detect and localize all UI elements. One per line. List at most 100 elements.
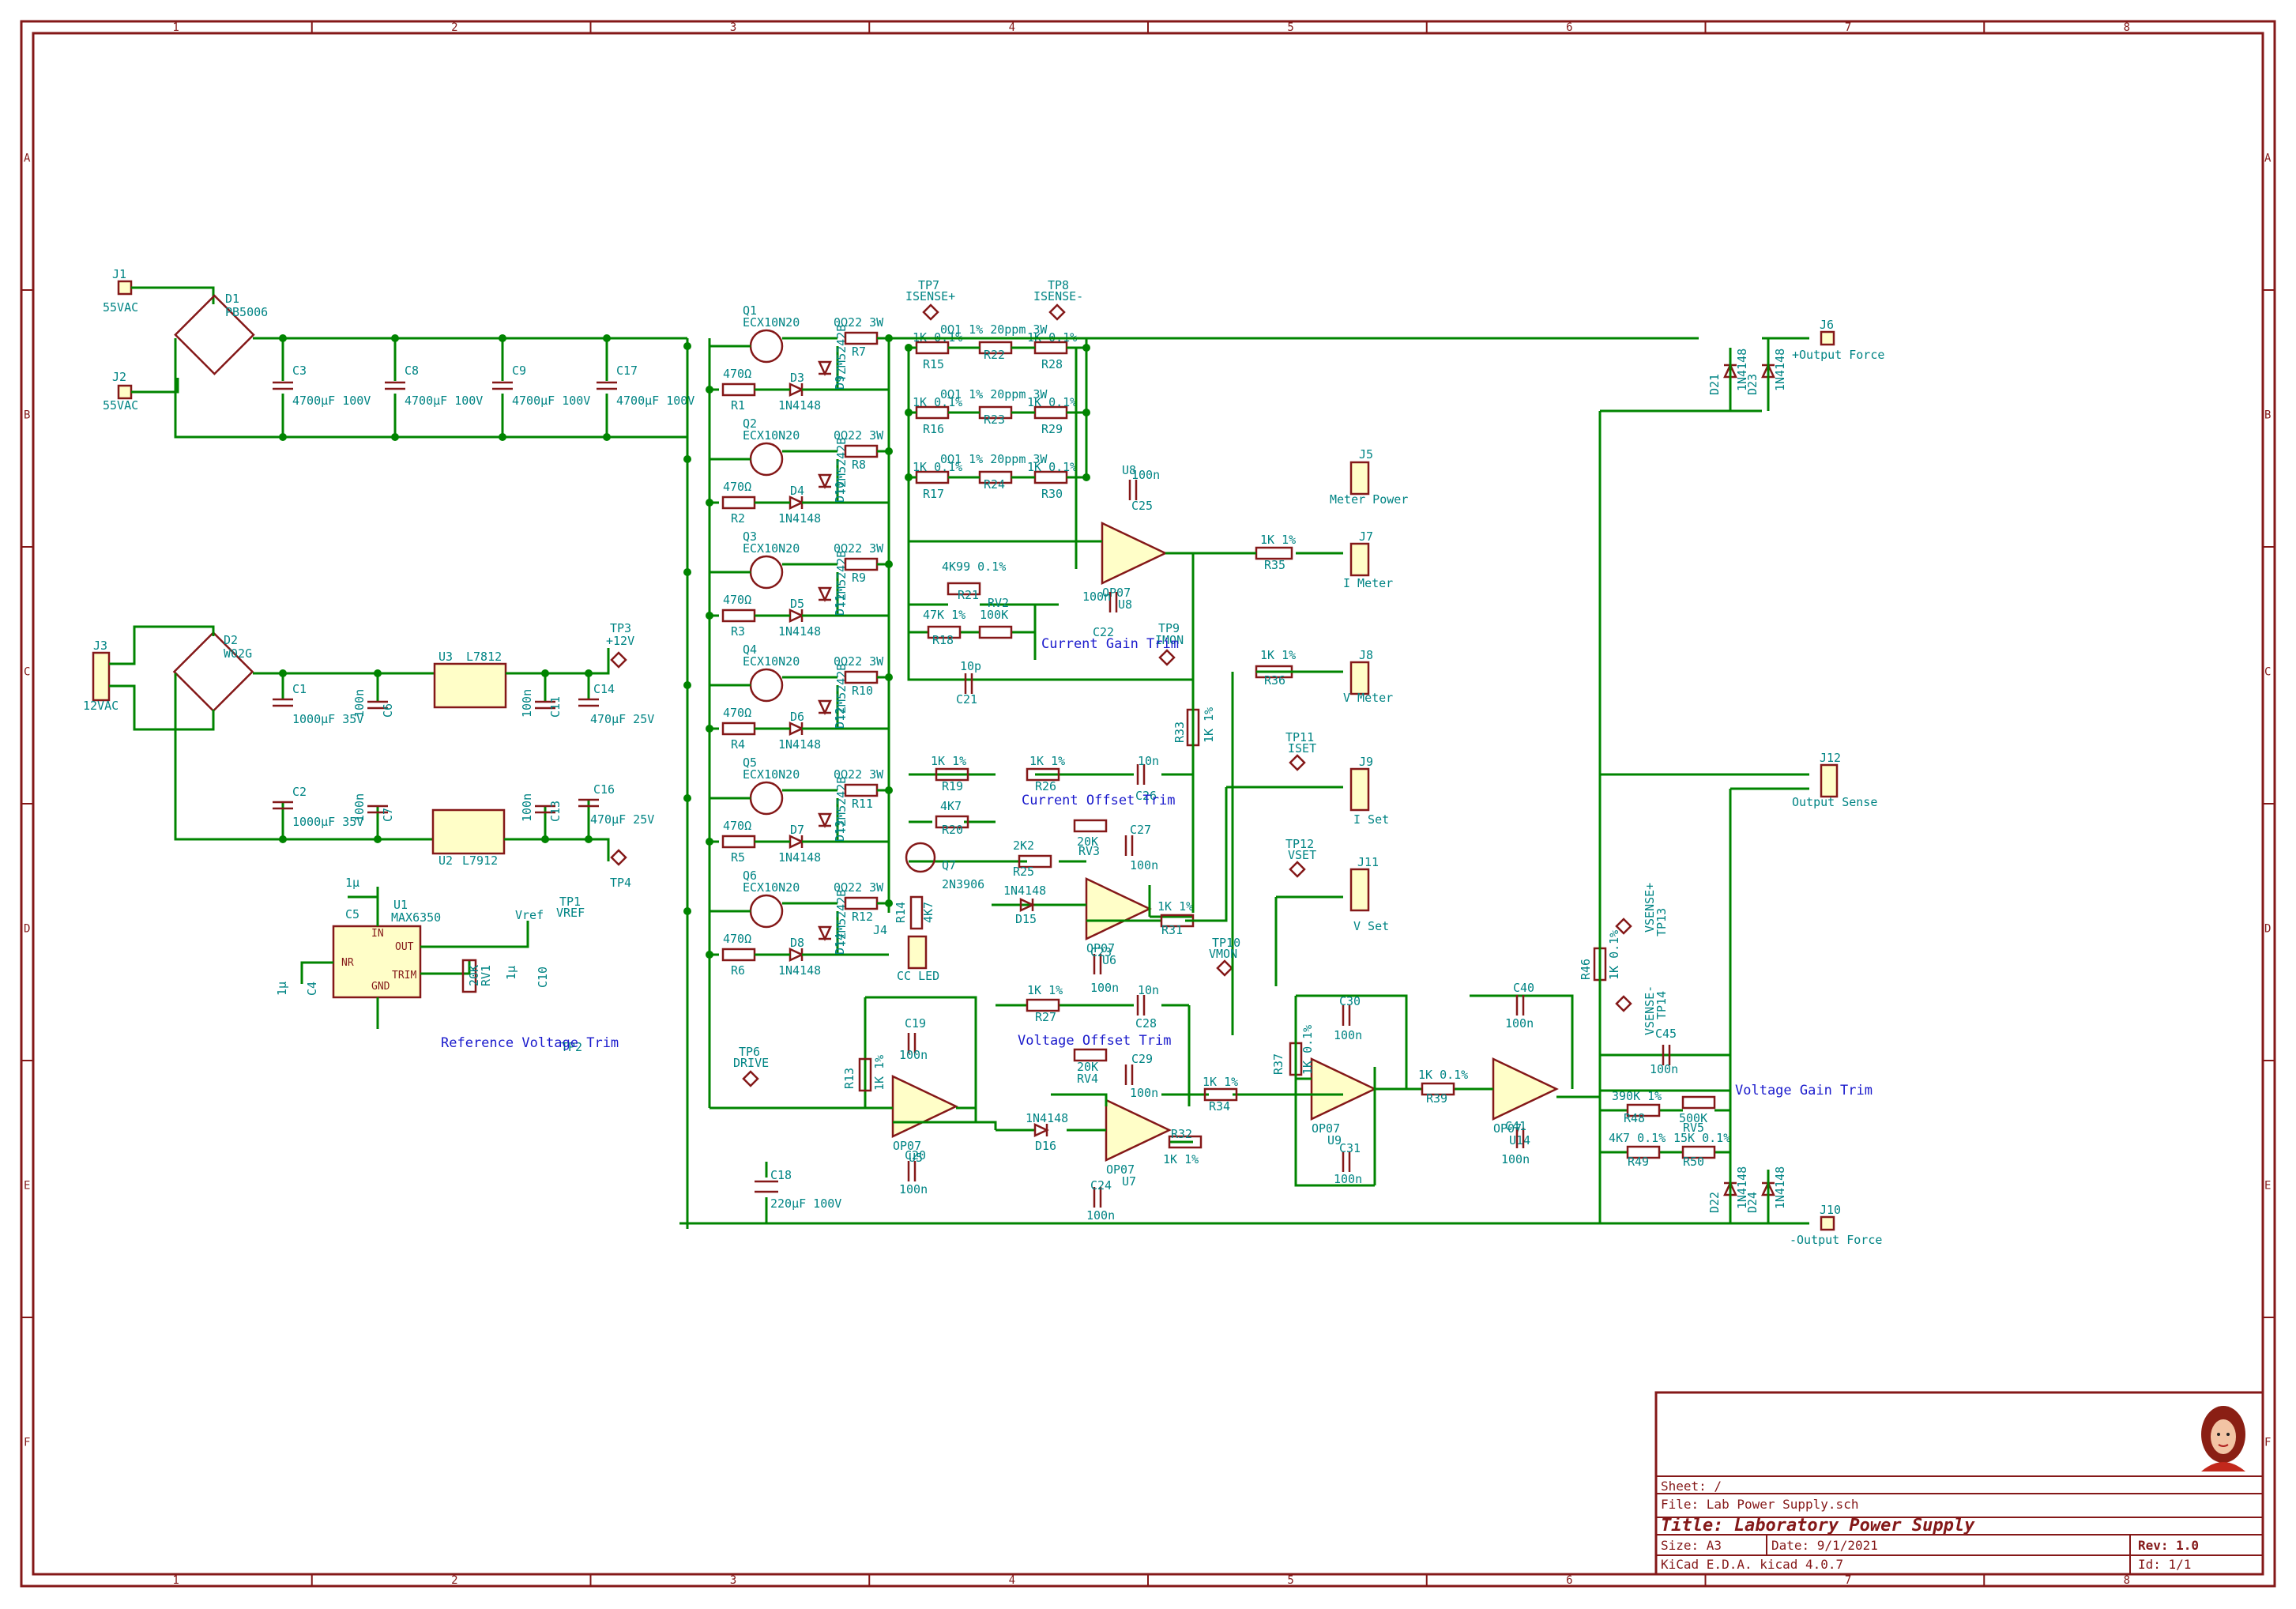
label-RV2v: 100K [980,608,1008,622]
test-point [1289,861,1306,878]
label-RV4v: 20K [1077,1060,1098,1074]
label-R36: R36 [1264,673,1285,688]
label-RV2: RV2 [988,596,1009,610]
label-C14v: 470µF 25V [590,712,654,726]
junction [391,433,399,441]
label-ecx: ECX10N20 [743,880,800,895]
gate-resistor [721,496,756,510]
tp6-value: DRIVE [733,1056,769,1070]
label-ecx: ECX10N20 [743,315,800,330]
diode [789,496,804,510]
c4-ref: C4 [305,982,319,996]
label-C6: C6 [381,703,395,718]
label-D13: D13 [833,820,847,842]
label-RV3v: 20K [1077,835,1098,849]
svg-text:GND: GND [371,981,390,993]
junction [279,835,287,843]
junction [279,334,287,342]
label-R32v: 1K 1% [1163,1152,1199,1166]
label-C21v: 10p [960,659,981,673]
label-D14: D14 [833,933,847,955]
current-sense-section: TP7 ISENSE+ TP8 ISENSE- 1K 0.1%1K 0.1%0Ω… [889,278,1699,681]
capacitor-c22 [1108,592,1118,612]
capacitor-c40 [1515,995,1525,1016]
j1-ref: J1 [112,267,126,281]
tp1-value: VREF [556,906,585,920]
test-point [1615,918,1632,935]
label-Q2: Q2 [743,416,757,431]
panel-connectors: J5 Meter Power J7 I Meter J8 V Meter J9 … [733,447,1669,1187]
label-C24: C24 [1090,1178,1112,1193]
label-R5: R5 [731,850,745,865]
tp12-ref: TP12 [1285,837,1314,851]
aux-capacitor [535,700,555,710]
bulk-capacitor [597,381,617,390]
trimmer-rv2 [978,625,1013,639]
label-r1k01: 1K 0.1% [913,460,962,474]
zone-col: 3 [730,1574,736,1587]
zone-row: D [24,923,30,936]
tp10-ref: TP10 [1212,936,1240,950]
label-R6: R6 [731,963,745,978]
label-R13: R13 [842,1068,856,1089]
label-D21: D21 [1707,374,1722,395]
label-C27: C27 [1130,823,1151,837]
tb-date: Date: 9/1/2021 [1771,1538,1878,1553]
diode [789,609,804,623]
current-gain-note: Current Gain Trim [1041,636,1179,652]
connector-j6 [1820,330,1835,346]
resistor-r13 [858,1057,872,1092]
svg-text:IN: IN [371,928,384,940]
label-RV5: RV5 [1683,1121,1704,1135]
j2-ref: J2 [112,370,126,384]
diode-d16 [1033,1123,1049,1137]
tp13-ref: TP13 [1654,908,1669,936]
tp2-ref: TP2 [561,1040,582,1054]
tp7-ref: TP7 [918,278,939,292]
tb-file: File: Lab Power Supply.sch [1661,1497,1858,1512]
zone-row: C [2264,666,2271,679]
label-D5: D5 [790,597,804,611]
opamp-u14 [1492,1057,1559,1121]
label-R14: R14 [894,902,908,923]
label-R49v: 4K7 0.1% [1609,1131,1666,1145]
test-point [922,303,939,321]
diode-d15 [1019,898,1035,912]
u3-ref: U3 [438,650,453,664]
label-n100: 100n [1130,1086,1158,1100]
label-R25v: 2K2 [1013,838,1034,853]
resistor-r50 [1681,1145,1716,1159]
zone-col: 8 [2124,21,2130,34]
label-R14v: 4K7 [921,902,935,923]
label-C2: C2 [292,785,307,799]
label-n100: 100n [1334,1172,1362,1186]
j7-ref: J7 [1359,529,1373,544]
wire [909,773,1193,922]
label-ecx: ECX10N20 [743,541,800,556]
j6-ref: J6 [1820,318,1834,332]
label-C22: C22 [1093,625,1114,639]
test-point [610,651,627,669]
bridge-d2 [172,631,254,713]
aux-supply-section: J3 12VAC D2 W02G U3 L7812 U2 L7912 C1100… [83,621,654,890]
label-R22: R22 [984,348,1005,362]
zener [818,360,832,376]
label-n100: 100n [899,1182,928,1196]
label-C3v: 4700µF 100V [292,394,371,408]
label-D6: D6 [790,710,804,724]
tb-size: Size: A3 [1661,1538,1722,1553]
j11-value: V Set [1353,919,1389,933]
j3-value: 12VAC [83,699,119,713]
label-Q4: Q4 [743,642,757,657]
j5-value: Meter Power [1330,492,1408,507]
label-D12: D12 [833,707,847,729]
mosfet-q1 [749,329,784,364]
label-D4: D4 [790,484,804,498]
test-point [1615,995,1632,1012]
label-Q7: Q7 [942,858,956,872]
test-point [1048,303,1066,321]
zone-col: 2 [451,1574,457,1587]
title-block: Sheet: / File: Lab Power Supply.sch Titl… [1654,1391,2264,1576]
